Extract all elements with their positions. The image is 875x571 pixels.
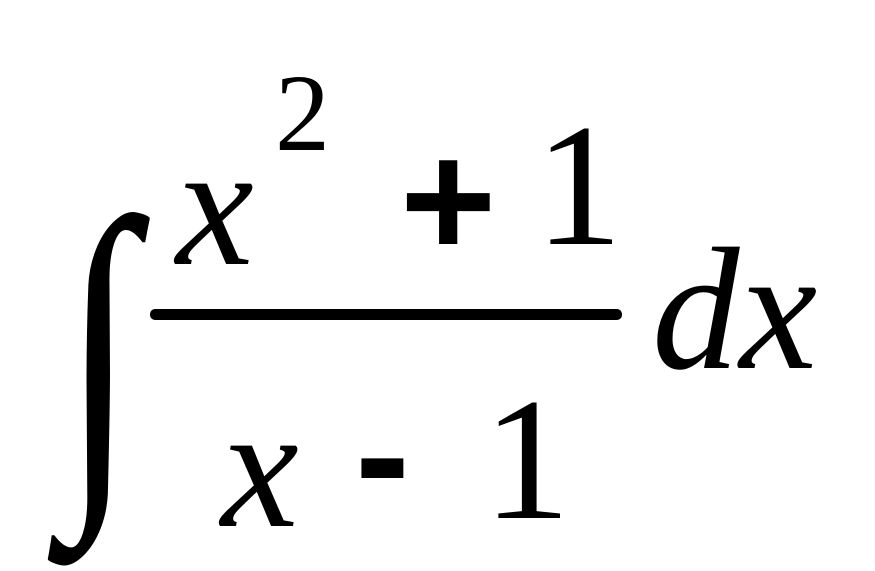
denominator-variable: x bbox=[221, 370, 299, 564]
denominator-minus-operator: - bbox=[355, 362, 410, 546]
fraction-bar bbox=[150, 309, 622, 320]
denominator-constant: 1 bbox=[483, 362, 571, 556]
numerator-exponent: 2 bbox=[275, 52, 330, 174]
differential: dx bbox=[652, 212, 818, 406]
numerator-variable: x bbox=[176, 108, 254, 302]
integral-sign: ∫ bbox=[62, 148, 136, 547]
numerator-constant: 1 bbox=[535, 88, 623, 282]
numerator-plus-operator: + bbox=[400, 108, 497, 292]
